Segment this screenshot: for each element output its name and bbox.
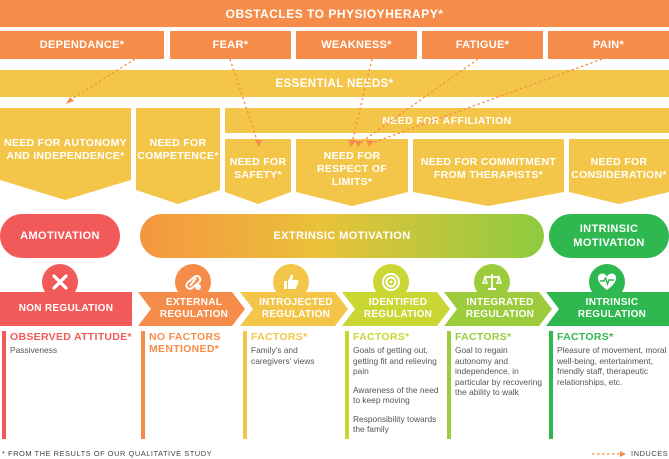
amotivation-pill: AMOTIVATION bbox=[0, 214, 120, 258]
balance-scale-icon bbox=[474, 264, 510, 300]
stage-non-regulation: NON REGULATION bbox=[18, 303, 114, 314]
stage-introjected-regulation: INTROJECTED REGULATION bbox=[259, 297, 333, 320]
column-non-text-0: Passiveness bbox=[10, 345, 58, 355]
stage-external-shape bbox=[138, 292, 245, 326]
thumbs-up-icon bbox=[273, 264, 309, 300]
column-non-head: OBSERVED ATTITUDE* bbox=[10, 331, 132, 343]
column-integrated-text: Goal to regain autonomy and independence… bbox=[455, 345, 544, 398]
footer-note: * FROM THE RESULTS OF OUR QUALITATIVE ST… bbox=[2, 449, 213, 458]
column-external-head: NO FACTORS MENTIONED* bbox=[149, 331, 221, 355]
column-identified-head: FACTORS* bbox=[353, 331, 410, 343]
need-respect: NEED FOR RESPECT OF LIMITS* bbox=[316, 149, 388, 188]
stage-intrinsic-shape bbox=[546, 292, 669, 326]
stage-intrinsic-regulation: INTRINSIC REGULATION bbox=[577, 297, 647, 320]
stage-integrated-regulation: INTEGRATED REGULATION bbox=[465, 297, 535, 320]
column-identified-text-0: Goals of getting out, getting fit and re… bbox=[353, 345, 437, 376]
respect-chevron bbox=[296, 139, 408, 206]
arrowhead-dependance bbox=[66, 97, 74, 104]
induce-arrows bbox=[69, 58, 603, 144]
column-introjected: FACTORS* Family's and caregivers' views bbox=[243, 331, 340, 439]
arrowhead-fatigue bbox=[355, 141, 363, 147]
obstacle-pain: PAIN* bbox=[548, 31, 669, 59]
arrow-weakness bbox=[351, 58, 373, 144]
intrinsic-pill: INTRINSIC MOTIVATION bbox=[549, 214, 669, 258]
legend-arrowhead bbox=[620, 451, 626, 457]
consideration-chevron bbox=[569, 139, 669, 204]
essential-needs-band: ESSENTIAL NEEDS* bbox=[0, 70, 669, 97]
obstacle-dependance: DEPENDANCE* bbox=[0, 31, 164, 59]
stage-non-shape bbox=[0, 292, 132, 326]
column-identified-text-1: Awareness of the need to keep moving bbox=[353, 384, 439, 406]
stage-introjected-shape bbox=[240, 292, 348, 326]
extrinsic-pill: EXTRINSIC MOTIVATION bbox=[273, 230, 411, 242]
column-identified: FACTORS* Goals of getting out, getting f… bbox=[345, 331, 442, 439]
column-integrated-text-0: Goal to regain autonomy and independence… bbox=[455, 345, 543, 397]
column-identified-text: Goals of getting out, getting fit and re… bbox=[353, 345, 442, 435]
stage-external-regulation: EXTERNAL REGULATION bbox=[159, 297, 229, 320]
column-intrinsic: FACTORS* Pleasure of movement, moral wel… bbox=[549, 331, 667, 439]
column-non: OBSERVED ATTITUDE* Passiveness bbox=[2, 331, 134, 439]
obstacle-fear: FEAR* bbox=[170, 31, 291, 59]
column-non-text: Passiveness bbox=[10, 345, 134, 356]
target-icon bbox=[373, 264, 409, 300]
column-intrinsic-text-0: Pleasure of movement, moral well-being, … bbox=[557, 345, 667, 387]
legend-induces: INDUCES bbox=[631, 449, 669, 458]
need-commitment: NEED FOR COMMITMENT FROM THERAPISTS* bbox=[420, 156, 557, 181]
extrinsic-pill-shape bbox=[140, 214, 544, 258]
column-external: NO FACTORS MENTIONED* bbox=[141, 331, 238, 439]
arrowhead-fear bbox=[255, 140, 262, 147]
arrowhead-weakness bbox=[348, 140, 356, 147]
need-safety: NEED FOR SAFETY* bbox=[229, 156, 287, 181]
heart-pulse-icon bbox=[589, 264, 625, 300]
need-affiliation-band: NEED FOR AFFILIATION bbox=[225, 108, 669, 133]
column-intrinsic-text: Pleasure of movement, moral well-being, … bbox=[557, 345, 667, 387]
safety-chevron bbox=[225, 139, 291, 204]
column-intrinsic-head: FACTORS* bbox=[557, 331, 614, 343]
obstacle-fatigue: FATIGUE* bbox=[422, 31, 543, 59]
stage-integrated-shape bbox=[444, 292, 552, 326]
cross-icon bbox=[42, 264, 78, 300]
need-consideration: NEED FOR CONSIDERATION* bbox=[571, 156, 667, 181]
autonomy-chevron bbox=[0, 108, 131, 200]
column-introjected-text-0: Family's and caregivers' views bbox=[251, 345, 315, 366]
pills-icon bbox=[175, 264, 211, 300]
stage-identified-shape bbox=[342, 292, 450, 326]
arrow-pain bbox=[371, 58, 603, 144]
commitment-chevron bbox=[413, 139, 564, 206]
arrow-dependance bbox=[69, 58, 136, 101]
need-competence: NEED FOR COMPETENCE* bbox=[137, 137, 219, 162]
column-integrated-head: FACTORS* bbox=[455, 331, 512, 343]
arrowhead-pain bbox=[366, 140, 374, 147]
column-introjected-head: FACTORS* bbox=[251, 331, 308, 343]
need-autonomy: NEED FOR AUTONOMY AND INDEPENDENCE* bbox=[4, 137, 127, 162]
column-integrated: FACTORS* Goal to regain autonomy and ind… bbox=[447, 331, 544, 439]
obstacle-weakness: WEAKNESS* bbox=[296, 31, 417, 59]
stage-identified-regulation: IDENTIFIED REGULATION bbox=[363, 297, 433, 320]
column-identified-text-2: Responsibility towards the family bbox=[353, 413, 437, 435]
column-introjected-text: Family's and caregivers' views bbox=[251, 345, 340, 366]
arrow-fatigue bbox=[359, 58, 479, 144]
diagram-title: OBSTACLES TO PHYSIOYHERAPY* bbox=[0, 0, 669, 27]
competence-chevron bbox=[136, 108, 220, 204]
arrow-fear bbox=[229, 58, 259, 144]
